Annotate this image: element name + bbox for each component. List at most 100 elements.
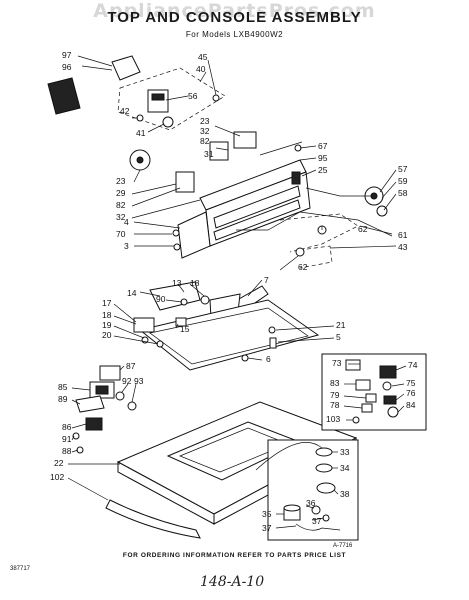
part-87-plug: [99, 365, 121, 381]
inset-box-upper: [321, 353, 427, 431]
selector-hub: [136, 156, 144, 164]
part-37b-hose: [295, 523, 341, 531]
lid-plate-inner: [149, 307, 309, 365]
callout-97: 97: [62, 50, 72, 60]
callout-74: 74: [408, 360, 418, 370]
callout-62b: 62: [298, 262, 308, 272]
callout-23b: 23: [116, 176, 126, 186]
part-62b-clip: [295, 247, 305, 257]
callout-3: 3: [124, 241, 129, 251]
callout-37a: 37: [312, 516, 322, 526]
document-code: 387717: [10, 566, 31, 572]
callout-59: 59: [398, 176, 408, 186]
part-103-screw: [352, 416, 360, 424]
part-31-switch: [209, 141, 229, 161]
callout-23a: 23: [200, 116, 210, 126]
part-15-clip: [175, 317, 187, 327]
part-29-switch: [175, 171, 195, 193]
callout-62a: 62: [358, 224, 368, 234]
block-detail: [95, 385, 109, 395]
callout-82a: 82: [200, 136, 210, 146]
callout-34: 34: [340, 463, 350, 473]
callout-58: 58: [398, 188, 408, 198]
part-70-screw: [172, 229, 180, 237]
callout-42: 42: [120, 106, 130, 116]
part-96-plate: [47, 77, 81, 115]
part-38-ring: [316, 482, 336, 494]
part-34-ring: [315, 463, 333, 473]
switch-group-outline: [117, 67, 226, 131]
callout-13: 13: [172, 278, 182, 288]
callout-36: 36: [306, 498, 316, 508]
part-33-ring: [315, 447, 333, 457]
callout-6: 6: [266, 354, 271, 364]
model-subtitle: For Models LXB4900W2: [185, 30, 284, 39]
part-5-lid-plate: [138, 299, 320, 371]
wire-harness-62b: [299, 245, 333, 269]
callout-35: 35: [262, 509, 272, 519]
part-84-grommet: [387, 406, 399, 418]
part-18-screw: [200, 295, 210, 305]
callout-14: 14: [127, 288, 137, 298]
callout-21: 21: [336, 320, 346, 330]
callout-75: 75: [406, 378, 416, 388]
console-window: [213, 185, 301, 229]
handwritten-note: 148-A-10: [200, 574, 265, 590]
callout-93: 93: [134, 376, 144, 386]
callout-61: 61: [398, 230, 408, 240]
callout-91: 91: [62, 434, 72, 444]
leader-to-inset: [255, 442, 323, 471]
part-76-block: [383, 395, 397, 405]
callout-33: 33: [340, 447, 350, 457]
part-91-screw: [72, 432, 80, 440]
callout-41: 41: [136, 128, 146, 138]
callout-7: 7: [264, 275, 269, 285]
callout-45: 45: [198, 52, 208, 62]
part-78-terminal: [361, 403, 373, 413]
callout-96: 96: [62, 62, 72, 72]
callout-18: 18: [190, 278, 200, 288]
callout-32b: 32: [116, 212, 126, 222]
part-89-switch: [75, 395, 105, 413]
part-6-screw: [241, 354, 249, 362]
callout-102: 102: [50, 472, 64, 482]
part-41-knob: [162, 116, 174, 128]
part-74-block: [379, 365, 397, 379]
part-5-spring: [269, 337, 277, 349]
callout-31: 31: [204, 149, 214, 159]
part-58-knob-skirt: [376, 205, 388, 217]
callout-70: 70: [116, 229, 126, 239]
part-13-hinge: [149, 281, 201, 311]
ordering-note: FOR ORDERING INFORMATION REFER TO PARTS …: [122, 552, 347, 559]
callout-92: 92: [122, 376, 132, 386]
callout-17: 17: [102, 298, 112, 308]
callout-87: 87: [126, 361, 136, 371]
part-3-screw: [173, 243, 181, 251]
callout-32a: 32: [200, 126, 210, 136]
leader-lines: [67, 55, 407, 529]
callout-56: 56: [188, 91, 198, 101]
part-83-connector: [355, 379, 371, 391]
callout-40: 40: [196, 64, 206, 74]
callout-57: 57: [398, 164, 408, 174]
callout-90: 90: [156, 294, 166, 304]
callout-37b: 37: [262, 523, 272, 533]
callout-85: 85: [58, 382, 68, 392]
part-32-switch: [233, 131, 257, 149]
callout-67: 67: [318, 141, 328, 151]
callout-79: 79: [330, 390, 340, 400]
callout-95: 95: [318, 153, 328, 163]
console-slot: [213, 199, 301, 241]
callout-103: 103: [326, 414, 340, 424]
part-73-connector: [345, 359, 361, 371]
diagram-title: TOP AND CONSOLE ASSEMBLY: [107, 9, 362, 26]
callout-43: 43: [398, 242, 408, 252]
callout-15: 15: [180, 324, 190, 334]
part-95-trim: [259, 141, 303, 156]
part-93-grommet: [127, 401, 137, 411]
callout-89: 89: [58, 394, 68, 404]
part-17-switch: [133, 317, 155, 333]
callout-22: 22: [54, 458, 64, 468]
leader-timer: [305, 187, 372, 197]
